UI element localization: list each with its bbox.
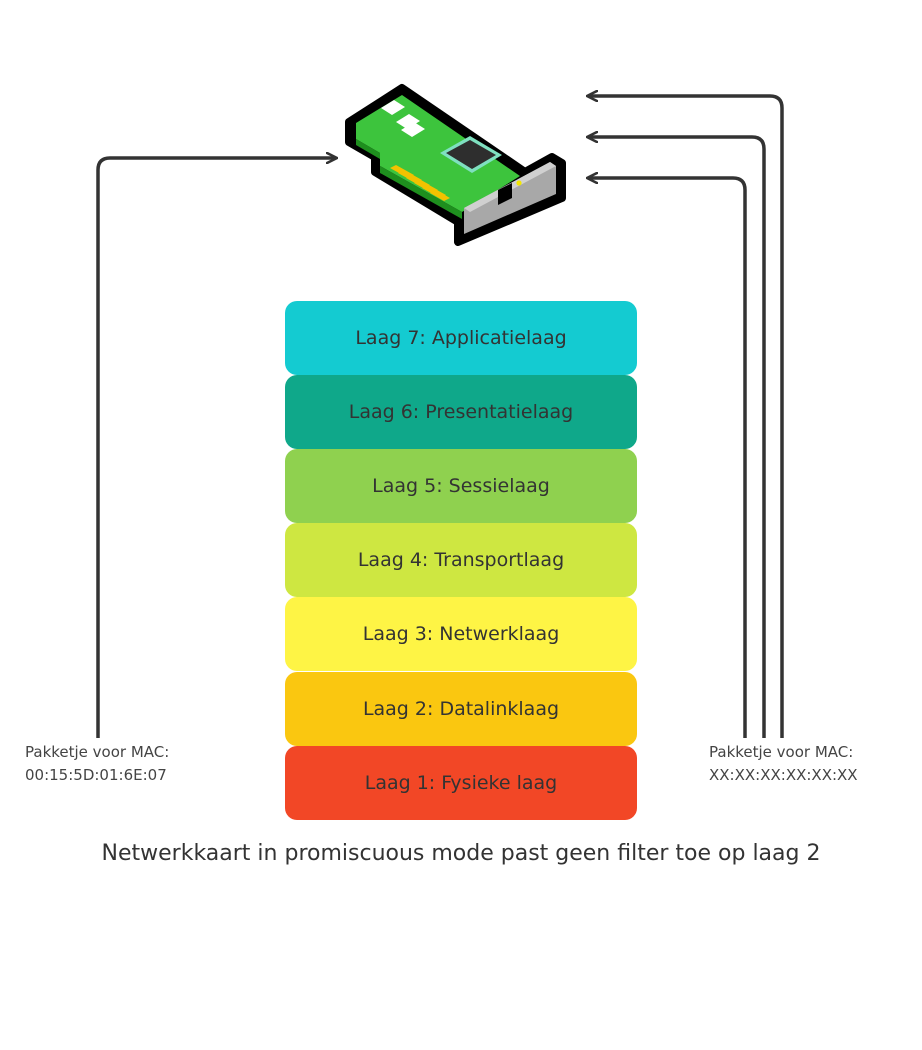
layer-1-label: Laag 1: Fysieke laag [364, 772, 558, 794]
layer-4-label: Laag 4: Transportlaag [357, 549, 565, 571]
layer-2-box: Laag 2: Datalinklaag [285, 672, 637, 746]
network-card-icon [345, 84, 566, 246]
layer-1-box: Laag 1: Fysieke laag [285, 746, 637, 820]
right-packet-line1: Pakketje voor MAC: [709, 743, 854, 761]
layer-3-label: Laag 3: Netwerklaag [362, 623, 560, 645]
left-packet-line1: Pakketje voor MAC: [25, 743, 170, 761]
diagram-caption: Netwerkkaart in promiscuous mode past ge… [101, 841, 821, 866]
layer-6-box: Laag 6: Presentatielaag [285, 375, 637, 449]
right-packet-arrow-1 [588, 96, 784, 738]
layer-3-box: Laag 3: Netwerklaag [285, 597, 637, 671]
layer-5-label: Laag 5: Sessielaag [372, 475, 550, 497]
layer-5-box: Laag 5: Sessielaag [285, 449, 637, 523]
layer-7-box: Laag 7: Applicatielaag [285, 301, 637, 375]
layer-2-label: Laag 2: Datalinklaag [362, 698, 560, 720]
left-packet-label: Pakketje voor MAC: 00:15:5D:01:6E:07 [25, 741, 169, 787]
right-packet-arrow-3 [588, 178, 747, 738]
layer-4-box: Laag 4: Transportlaag [285, 523, 637, 597]
left-packet-arrow [96, 158, 336, 738]
left-packet-mac: 00:15:5D:01:6E:07 [25, 766, 167, 784]
right-packet-mac: XX:XX:XX:XX:XX:XX [709, 766, 858, 784]
right-packet-label: Pakketje voor MAC: XX:XX:XX:XX:XX:XX [709, 741, 858, 787]
layer-7-label: Laag 7: Applicatielaag [355, 327, 567, 349]
right-packet-arrow-2 [588, 137, 766, 738]
layer-6-label: Laag 6: Presentatielaag [348, 401, 574, 423]
